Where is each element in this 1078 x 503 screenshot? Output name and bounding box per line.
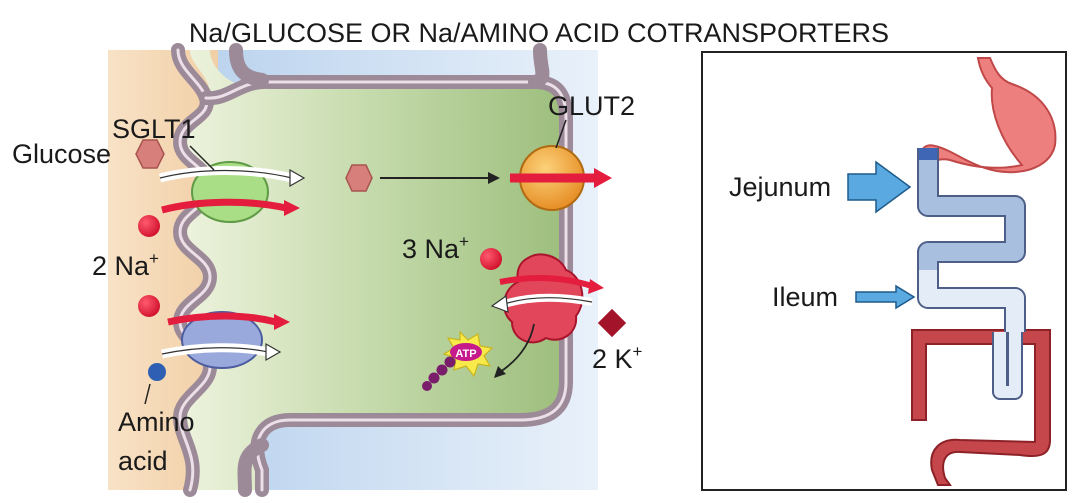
- cell-membrane: [171, 43, 573, 497]
- atp-molecule: ATP: [422, 330, 494, 391]
- ileum-arrow: [855, 284, 916, 310]
- three-na-label: 3 Na+: [402, 232, 469, 264]
- atp-label: ATP: [455, 348, 476, 360]
- amino-acid-label-line2: acid: [118, 446, 168, 476]
- sglt1-label: SGLT1: [112, 114, 196, 144]
- small-intestine: [917, 148, 1026, 400]
- jejunum-arrow: [847, 160, 912, 214]
- amino-acid-transporter: [161, 311, 290, 369]
- two-k-label: 2 K+: [592, 342, 643, 374]
- ileum-label: Ileum: [772, 282, 838, 312]
- intestine-diagram: Jejunum Ileum: [701, 51, 1067, 491]
- colon: [911, 329, 1051, 486]
- potassium-ion: [597, 308, 627, 338]
- sglt1-transporter: [158, 161, 306, 223]
- cytoplasm: [180, 50, 560, 490]
- sodium-ion: [138, 215, 160, 237]
- glucose-molecule-lumen: [135, 139, 165, 169]
- figure-title: Na/GLUCOSE OR Na/AMINO ACID COTRANSPORTE…: [189, 18, 889, 48]
- amino-acid-molecule: [148, 363, 166, 381]
- glucose-molecule-intracellular: [345, 164, 373, 192]
- cell-diagram: ATP SGLT1 Glucose 2 Na+ Amino acid GLUT2…: [12, 43, 643, 497]
- sodium-ion: [138, 295, 160, 317]
- jejunum-label: Jejunum: [729, 172, 831, 202]
- glut2-transporter: [510, 119, 612, 211]
- two-na-label: 2 Na+: [92, 249, 159, 281]
- na-k-pump: [490, 253, 604, 378]
- sodium-ion-intracellular: [480, 248, 502, 270]
- amino-acid-label-line1: Amino: [118, 407, 195, 437]
- glucose-label: Glucose: [12, 139, 111, 169]
- glut2-label: GLUT2: [548, 91, 635, 121]
